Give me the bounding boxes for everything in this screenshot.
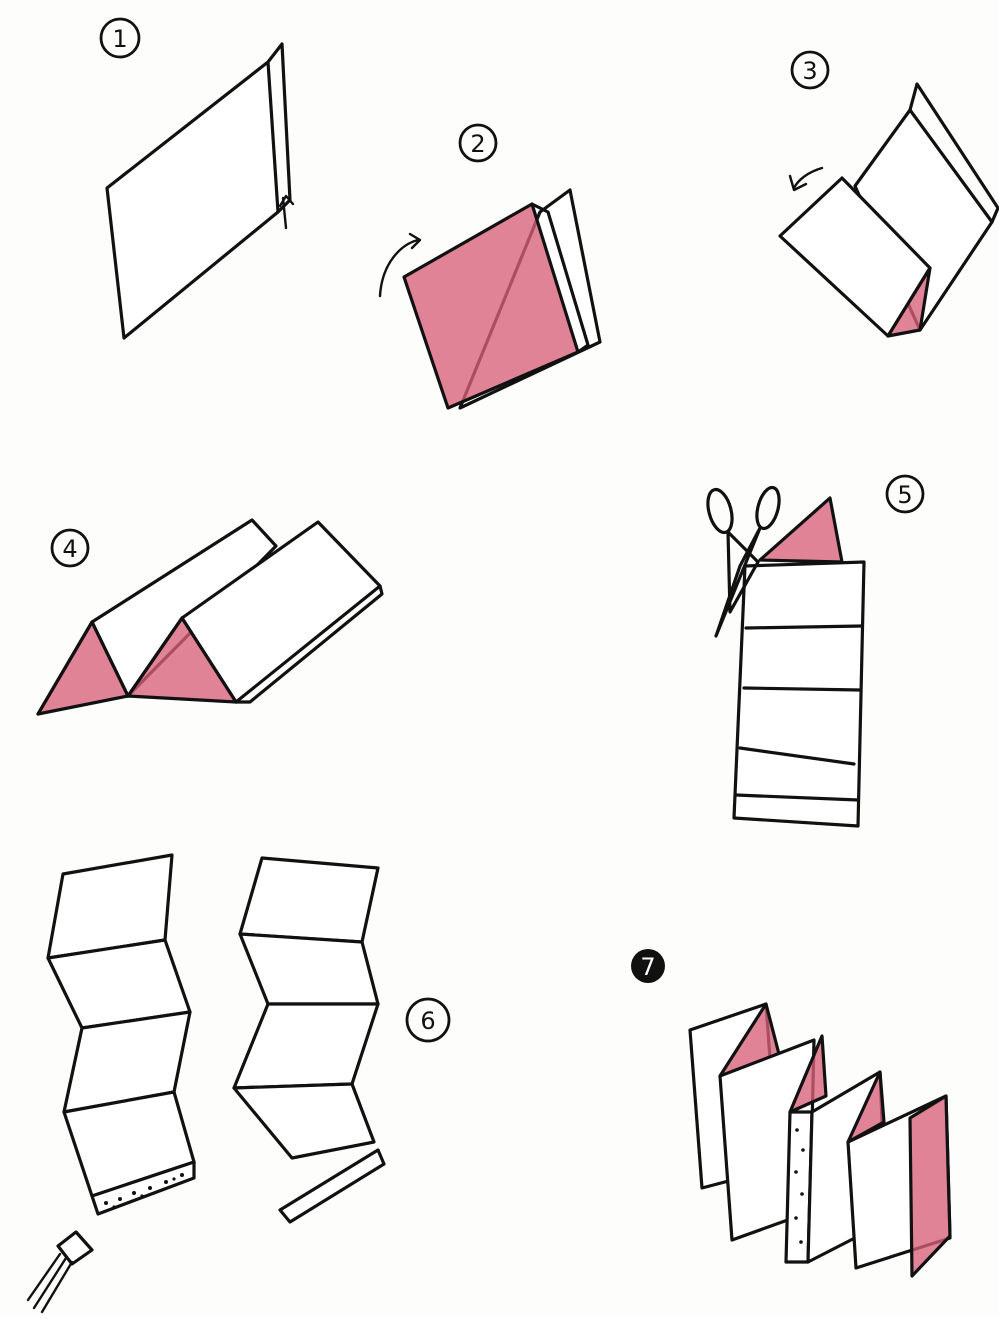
step-6-group: 6: [28, 855, 449, 1312]
scissors-handle-left: [704, 487, 737, 535]
folded-stack: [734, 562, 864, 826]
step-3-label: 3: [792, 52, 828, 88]
fold-up-arrow-icon: [280, 196, 293, 228]
step-1-number: 1: [112, 25, 127, 53]
step-3-group: 3: [780, 52, 998, 336]
glue-stick-cap: [58, 1232, 92, 1264]
step-6-number: 6: [420, 1007, 435, 1035]
step-6-label: 6: [407, 999, 449, 1041]
step-3-paper: [780, 84, 998, 336]
step-4-number: 4: [62, 535, 77, 563]
step-6-right-strip: [234, 858, 384, 1222]
accordion-panel-3: [234, 1004, 378, 1088]
step-2-label: 2: [460, 125, 496, 161]
step-2-number: 2: [470, 130, 485, 158]
step-1-paper: [107, 44, 293, 338]
step-1-group: 1: [101, 19, 293, 338]
step-7-label: 7: [631, 949, 665, 983]
step-2-paper: [380, 190, 600, 408]
step-7-group: 7: [631, 949, 950, 1276]
pink-back-cover: [910, 1096, 950, 1276]
step-5-label: 5: [887, 476, 923, 512]
step-6-left-strip: [48, 855, 194, 1214]
fold-back-arrow-icon: [790, 168, 822, 190]
step-7-number: 7: [640, 953, 655, 981]
scissors-handle-right: [753, 485, 783, 531]
paper-sheet: [107, 62, 278, 338]
step-2-group: 2: [380, 125, 600, 408]
accordion-panel-2: [240, 934, 378, 1004]
accordion-panel-4: [234, 1084, 374, 1158]
step-3-number: 3: [802, 57, 817, 85]
step-5-number: 5: [897, 481, 912, 509]
step-4-label: 4: [52, 530, 88, 566]
glue-stick-body: [28, 1254, 72, 1312]
step-1-label: 1: [101, 19, 139, 57]
pink-triangle: [760, 498, 842, 562]
cut-off-strip: [280, 1150, 384, 1222]
accordion-panel-1: [240, 858, 378, 942]
step-5-group: 5: [704, 476, 923, 826]
step-4-group: 4: [38, 520, 382, 714]
step-4-paper: [38, 520, 382, 714]
step-7-accordion-book: [690, 1004, 950, 1276]
glue-stick-icon: [28, 1232, 92, 1312]
